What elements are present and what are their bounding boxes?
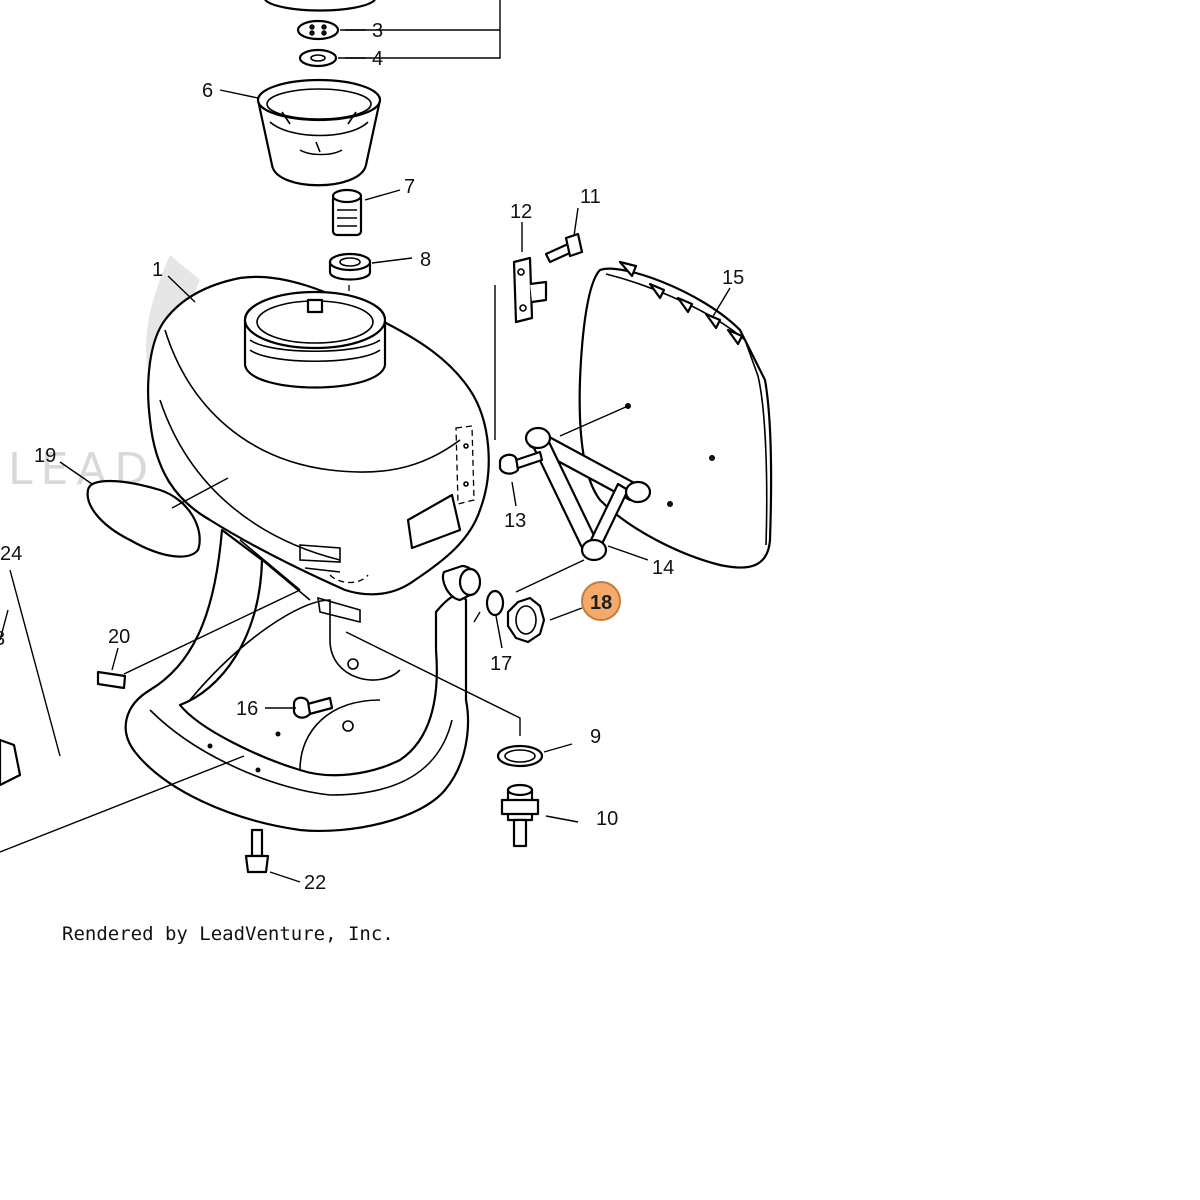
part-24-partial (0, 609, 22, 787)
part-10-valve (500, 783, 540, 848)
callout-labels: 3 4 6 7 8 1 11 12 15 19 13 14 18 17 24 3… (0, 20, 744, 894)
callout-3-partial: 3 (0, 628, 5, 650)
callout-15: 15 (722, 267, 744, 289)
callout-14: 14 (652, 557, 674, 579)
callout-7: 7 (404, 176, 415, 198)
part-6-basket (256, 78, 382, 187)
part-17-oring (485, 589, 505, 617)
callout-1: 1 (152, 259, 163, 281)
part-18-knob (506, 596, 546, 644)
leader-lines (0, 29, 731, 883)
part-14-arm (524, 405, 652, 562)
callout-18: 18 (590, 592, 612, 614)
callout-22: 22 (304, 872, 326, 894)
part-3-disc (296, 19, 340, 41)
top-disc-partial (264, 0, 376, 12)
callout-4: 4 (372, 48, 383, 70)
callout-10: 10 (596, 808, 618, 830)
callout-9: 9 (590, 726, 601, 748)
part-9-gasket (496, 744, 544, 768)
callout-11: 11 (580, 186, 601, 208)
part-7-filter (331, 188, 363, 237)
part-4-washer (298, 48, 338, 68)
callout-3: 3 (372, 20, 383, 42)
part-22-bolt (244, 828, 270, 874)
part-19-pad (86, 479, 201, 558)
callout-16: 16 (236, 698, 258, 720)
callout-20: 20 (108, 626, 130, 648)
callout-19: 19 (34, 445, 56, 467)
callout-24: 24 (0, 543, 22, 565)
callout-17: 17 (490, 653, 512, 675)
part-20-label (96, 670, 127, 690)
highlight-circle-18 (581, 581, 621, 621)
part-8-nut (328, 252, 372, 281)
part-12-bracket (512, 256, 548, 324)
callout-13: 13 (504, 510, 526, 532)
callout-8: 8 (420, 249, 431, 271)
part-11-bolt (544, 232, 584, 264)
credit-text: Rendered by LeadVenture, Inc. (62, 923, 394, 945)
part-16-bolt (292, 696, 334, 719)
callout-12: 12 (510, 201, 532, 223)
part-13-screw (498, 450, 544, 475)
callout-6: 6 (202, 80, 213, 102)
part-1-tank (124, 275, 490, 833)
